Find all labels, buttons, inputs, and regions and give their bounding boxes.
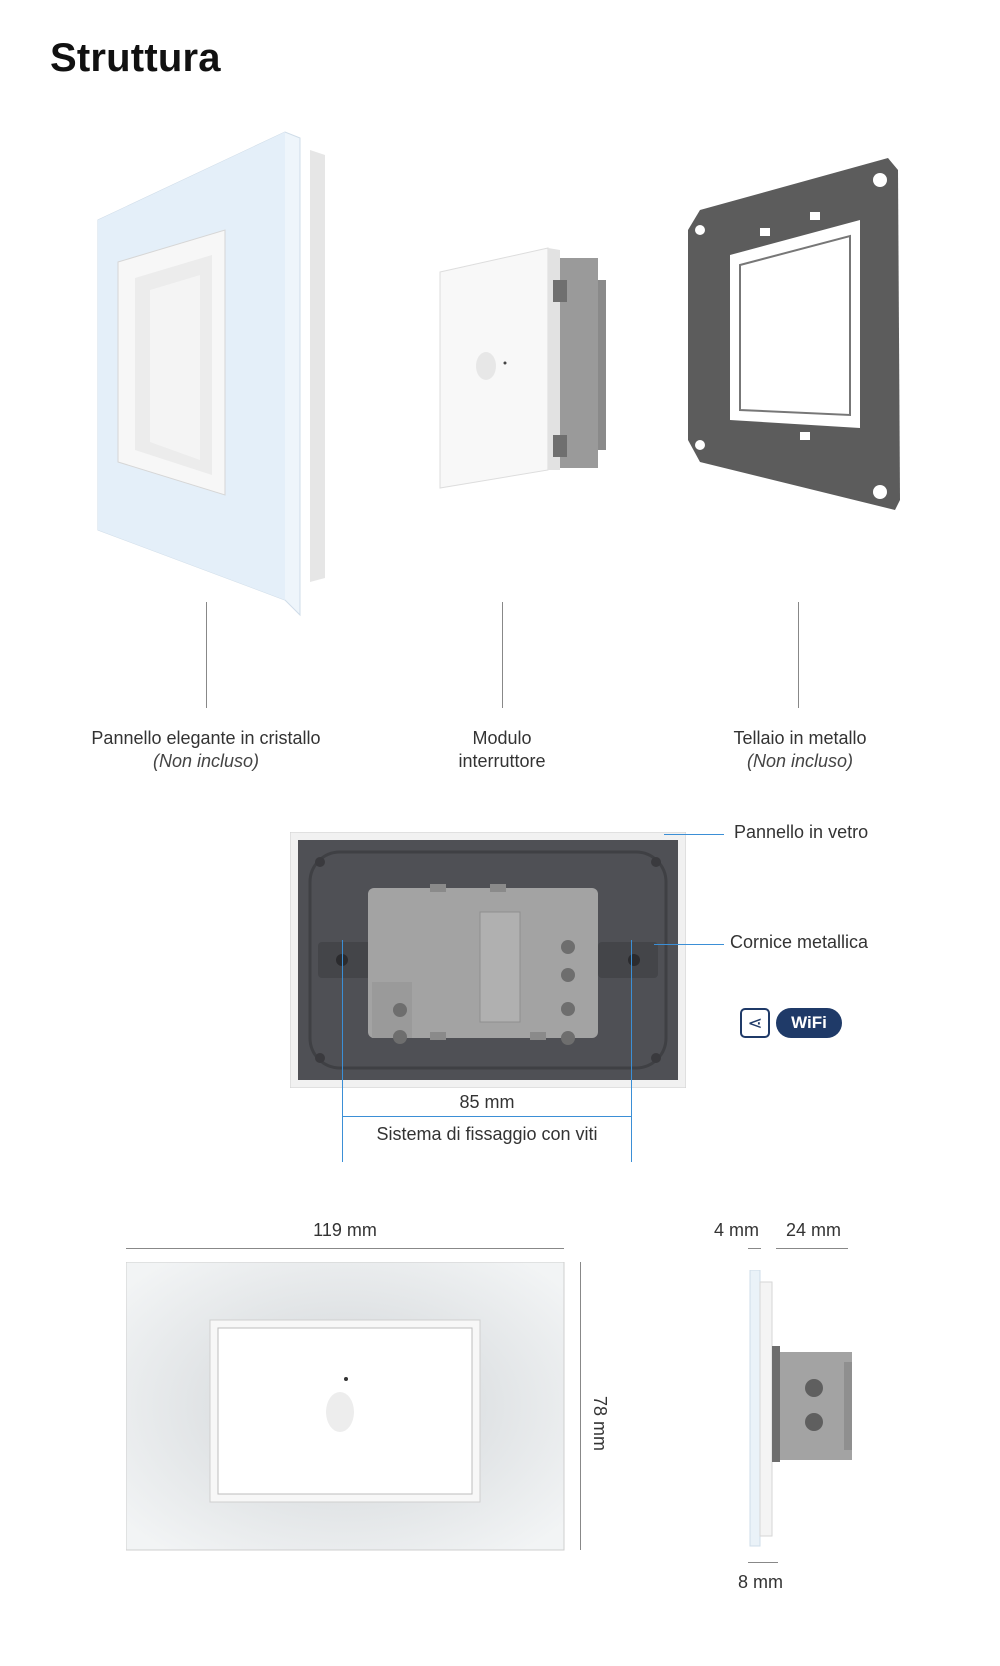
height-dimension: 78 mm	[590, 1396, 610, 1452]
components-illustration	[97, 131, 900, 617]
glass-thickness-dimension: 4 mm	[714, 1220, 759, 1240]
metal-frame-note: (Non incluso)	[746, 751, 854, 771]
switch-module-image	[439, 247, 606, 489]
frame-thickness-line	[748, 1562, 778, 1563]
page-title: Struttura	[50, 36, 221, 80]
metal-frame-name: Tellaio in metallo	[733, 728, 867, 748]
screw-distance: 85 mm	[459, 1092, 515, 1112]
glass-panel-note: (Non incluso)	[152, 751, 260, 771]
screw-line-left	[342, 940, 343, 1162]
switch-module-name-1: Modulo	[472, 728, 532, 748]
callout-line-glass	[664, 834, 724, 835]
leader-line-module	[502, 602, 503, 708]
side-view-image	[749, 1270, 852, 1547]
label-switch-module: Modulo interruttore	[402, 727, 602, 773]
front-view-image	[126, 1262, 565, 1551]
switch-module-name-2: interruttore	[458, 751, 546, 771]
width-dimension: 119 mm	[313, 1220, 377, 1240]
wifi-badge: WiFi	[776, 1008, 842, 1038]
height-dimension-line	[580, 1262, 581, 1550]
callout-metal-frame: Cornice metallica	[730, 932, 869, 952]
metal-frame-image	[688, 158, 900, 510]
depth-dimension: 24 mm	[786, 1220, 842, 1240]
frame-thickness-dimension: 8 mm	[738, 1572, 783, 1592]
network-icon: ⋖	[740, 1008, 770, 1038]
screw-line-right	[631, 940, 632, 1162]
screw-caption: Sistema di fissaggio con viti	[376, 1124, 598, 1144]
glass-panel-name: Pannello elegante in cristallo	[91, 728, 321, 748]
back-view-image	[290, 832, 686, 1088]
glass-thickness-line	[748, 1248, 761, 1249]
screw-dimension-line	[343, 1116, 631, 1117]
width-dimension-line	[126, 1248, 564, 1249]
label-metal-frame: Tellaio in metallo (Non incluso)	[670, 727, 930, 773]
label-glass-panel: Pannello elegante in cristallo (Non incl…	[56, 727, 356, 773]
leader-line-glass	[206, 602, 207, 708]
glass-panel-image	[97, 131, 325, 617]
leader-line-frame	[798, 602, 799, 708]
callout-line-frame	[654, 944, 724, 945]
callout-glass-panel: Pannello in vetro	[734, 822, 869, 842]
depth-dimension-line	[776, 1248, 848, 1249]
